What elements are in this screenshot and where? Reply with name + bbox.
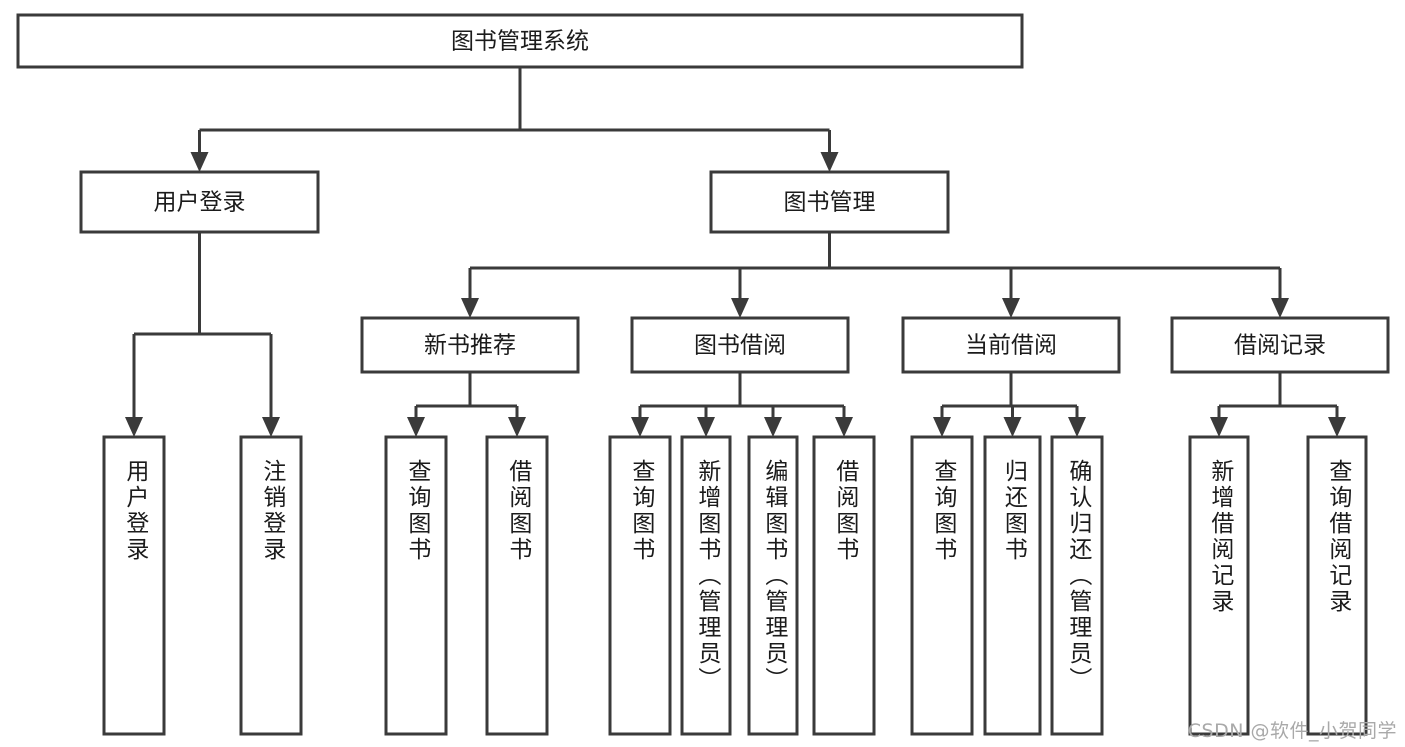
node-box-leaf-borrow-book-1[interactable] — [485, 435, 549, 736]
node-label-new-book-recommend: 新书推荐 — [424, 333, 516, 359]
node-box-leaf-add-borrow-record[interactable] — [1188, 435, 1250, 736]
node-box-leaf-borrow-book-2[interactable] — [812, 435, 876, 736]
arrow-head-icon — [262, 417, 280, 437]
node-label-current-borrow: 当前借阅 — [965, 333, 1057, 359]
node-box-leaf-query-book-1[interactable] — [384, 435, 448, 736]
arrow-head-icon — [1003, 417, 1022, 437]
node-box-leaf-query-book-3[interactable] — [910, 435, 974, 736]
arrow-head-icon — [461, 298, 479, 318]
arrow-head-icon — [1210, 417, 1228, 437]
arrow-head-icon — [508, 417, 526, 437]
node-box-leaf-return-book[interactable] — [983, 435, 1042, 736]
arrow-head-icon — [125, 417, 143, 437]
node-box-leaf-query-book-2[interactable] — [608, 435, 672, 736]
arrow-head-icon — [731, 298, 749, 318]
node-box-borrow-record[interactable] — [1170, 316, 1390, 374]
node-box-new-book-recommend[interactable] — [360, 316, 580, 374]
node-box-root[interactable] — [16, 13, 1024, 69]
node-label-borrow-record: 借阅记录 — [1234, 333, 1326, 359]
arrow-head-icon — [933, 417, 951, 437]
arrow-head-icon — [820, 152, 839, 172]
node-box-leaf-confirm-return[interactable] — [1050, 435, 1104, 736]
arrow-head-icon — [1068, 417, 1086, 437]
arrow-head-icon — [1002, 298, 1020, 318]
node-box-leaf-logout-login[interactable] — [239, 435, 303, 736]
arrow-head-icon — [1328, 417, 1346, 437]
node-box-book-manage[interactable] — [709, 170, 950, 234]
node-box-user-login[interactable] — [79, 170, 320, 234]
node-box-leaf-query-borrow-record[interactable] — [1306, 435, 1368, 736]
box-layer — [16, 13, 1390, 736]
arrow-head-icon — [407, 417, 425, 437]
node-box-book-borrow[interactable] — [630, 316, 850, 374]
node-box-leaf-edit-book[interactable] — [747, 435, 799, 736]
node-label-book-borrow: 图书借阅 — [694, 333, 786, 359]
csdn-watermark: CSDN @软件_小贺同学 — [1187, 720, 1397, 742]
node-box-leaf-add-book[interactable] — [680, 435, 732, 736]
node-label-book-manage: 图书管理 — [784, 190, 876, 216]
arrow-head-icon — [764, 417, 782, 437]
arrow-head-icon — [190, 152, 209, 172]
arrow-head-icon — [835, 417, 853, 437]
arrow-head-icon — [631, 417, 649, 437]
node-label-root: 图书管理系统 — [451, 29, 589, 55]
arrow-head-icon — [1271, 298, 1289, 318]
node-box-leaf-user-login[interactable] — [102, 435, 166, 736]
node-label-user-login: 用户登录 — [154, 190, 246, 216]
connector-layer — [125, 67, 1346, 437]
node-box-current-borrow[interactable] — [901, 316, 1121, 374]
arrow-head-icon — [697, 417, 715, 437]
